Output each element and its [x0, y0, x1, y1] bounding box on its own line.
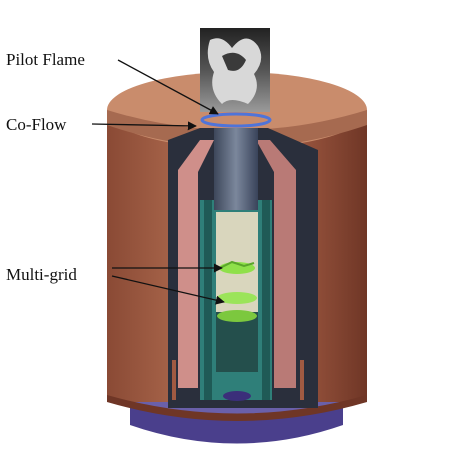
grid-middle [217, 292, 257, 304]
label-multi-grid: Multi-grid [6, 265, 77, 284]
leader-lines [91, 59, 225, 305]
label-co-flow: Co-Flow [6, 115, 67, 134]
grid-lower [217, 310, 257, 322]
cutaway-interior [168, 128, 318, 408]
pilot-flame-ring [200, 112, 272, 128]
label-pilot-flame: Pilot Flame [6, 50, 85, 69]
flame-image [200, 28, 272, 128]
